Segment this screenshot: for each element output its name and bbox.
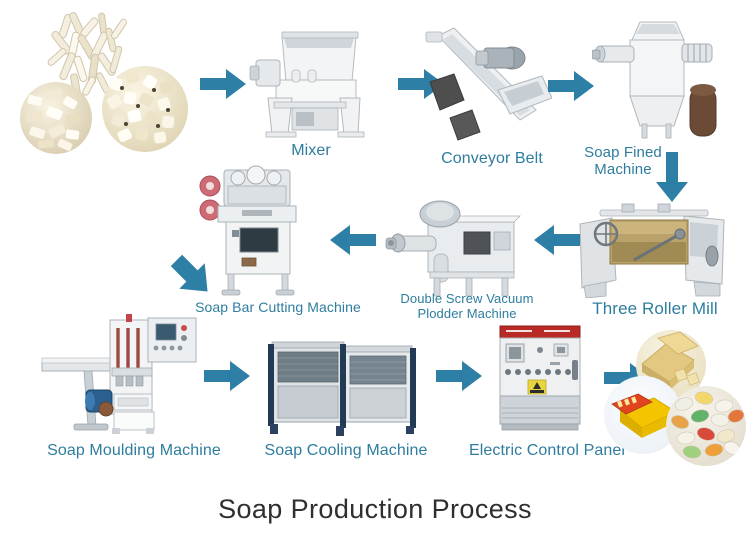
arrow-plodder-to-cutting-icon	[330, 224, 376, 256]
machine-mixer	[248, 30, 368, 142]
toilet-soaps-art	[671, 391, 745, 459]
label-conveyor-belt: Conveyor Belt	[441, 150, 543, 167]
machine-soap-moulding	[38, 314, 208, 434]
machine-soap-fined	[591, 18, 720, 146]
machine-soap-cooling	[266, 332, 422, 436]
soap-moulding-illustration	[41, 314, 197, 434]
machine-three-roller-mill	[572, 198, 732, 299]
plodder-illustration	[385, 200, 521, 297]
label-double-screw-vacuum-plodder: Double Screw Vacuum Plodder Machine	[400, 291, 534, 321]
machine-double-screw-vacuum-plodder	[382, 198, 532, 298]
electric-control-panel-illustration	[499, 325, 581, 431]
label-three-roller-mill: Three Roller Mill	[592, 299, 718, 318]
label-mixer: Mixer	[291, 142, 331, 159]
soap-granules-closeup-circle	[102, 66, 188, 152]
flakes-texture	[25, 88, 81, 151]
conveyor-belt-illustration	[425, 27, 553, 141]
machine-conveyor-belt	[420, 24, 553, 144]
raw-material-soap-noodles	[18, 8, 193, 154]
soap-cooling-illustration	[268, 341, 416, 436]
arrow-moulding-to-cooling-icon	[204, 360, 250, 392]
label-soap-moulding-machine: Soap Moulding Machine	[47, 442, 221, 459]
label-electric-control-panel: Electric Control Panel	[468, 442, 626, 459]
label-soap-bar-cutting-machine: Soap Bar Cutting Machine	[195, 299, 361, 315]
colorful-toilet-soaps-circle	[666, 386, 746, 466]
machine-electric-control-panel	[492, 320, 596, 436]
arrow-fined-to-roller-mill-icon	[655, 152, 689, 202]
granules-texture	[106, 70, 175, 144]
three-roller-mill-illustration	[579, 203, 725, 299]
arrow-cutting-to-moulding-icon	[164, 248, 220, 304]
mixer-illustration	[249, 31, 365, 138]
label-soap-fined-machine: Soap Fined Machine	[584, 144, 662, 178]
arrow-raw-to-mixer-icon	[200, 68, 246, 100]
arrow-conveyor-to-fined-icon	[548, 70, 594, 102]
arrow-mixer-to-conveyor-icon	[398, 68, 444, 100]
soap-fined-machine-illustration	[591, 21, 717, 139]
soap-flakes-closeup-circle	[20, 82, 92, 154]
label-soap-cooling-machine: Soap Cooling Machine	[264, 442, 428, 459]
arrow-cooling-to-control-panel-icon	[436, 360, 482, 392]
finished-soap-products	[604, 330, 750, 466]
arrow-roller-mill-to-plodder-icon	[534, 224, 580, 256]
soap-bar-cutting-illustration	[199, 165, 297, 296]
machine-soap-bar-cutting	[198, 164, 318, 296]
page-title: Soap Production Process	[218, 494, 532, 524]
